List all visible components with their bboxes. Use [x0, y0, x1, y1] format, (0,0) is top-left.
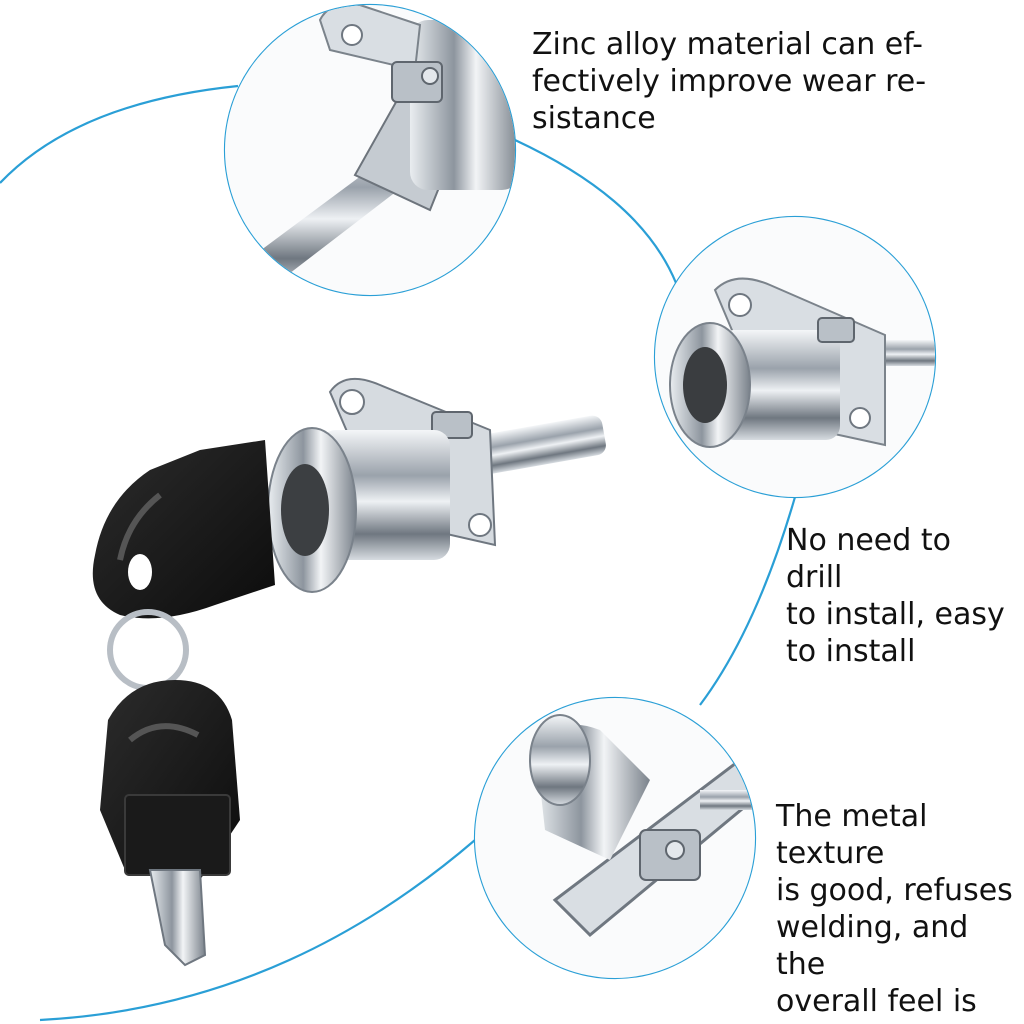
detail-circle-bottom — [473, 696, 757, 980]
caption-wear-resistance: Zinc alloy material can ef- fectively im… — [532, 27, 927, 136]
detail-circle-middle — [653, 215, 937, 499]
caption-metal-texture: The metal texture is good, refuses weldi… — [776, 799, 1013, 1024]
connector-arc — [0, 84, 797, 1022]
detail-circle-top — [223, 3, 517, 297]
plunger-lock-with-keys — [92, 377, 606, 967]
caption-easy-install: No need to drill to install, easy to ins… — [786, 523, 1005, 669]
